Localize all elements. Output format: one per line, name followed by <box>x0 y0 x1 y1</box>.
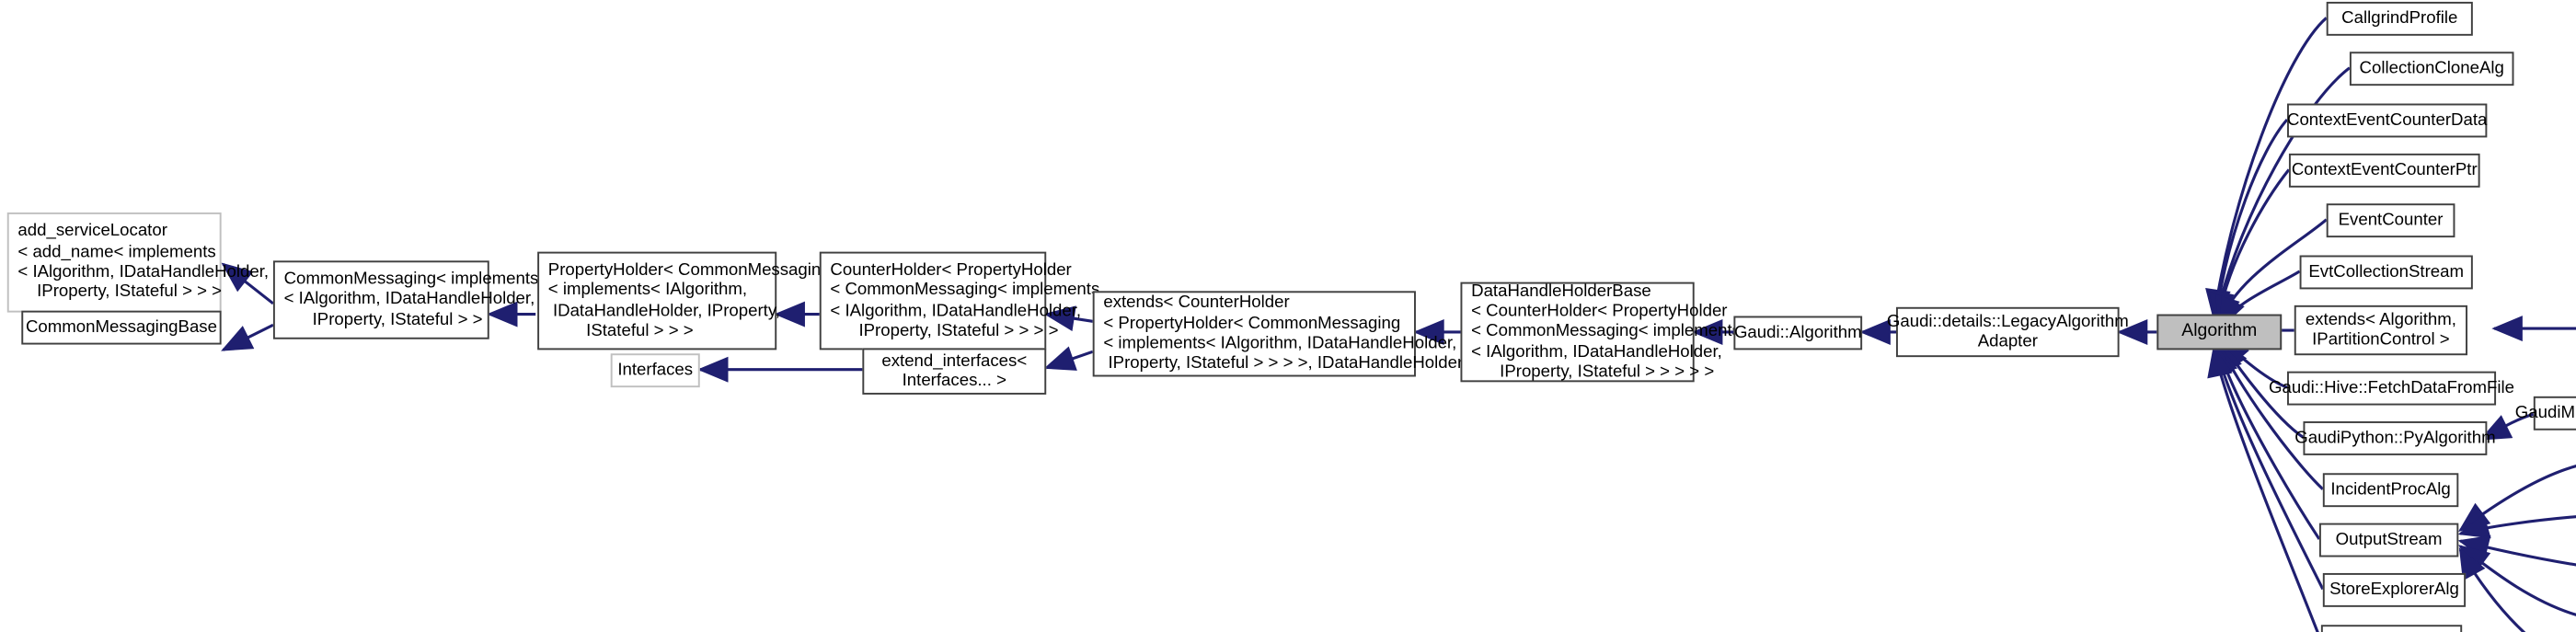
node-collect-histograms[interactable]: GaudiMP.GMPBase.CollectHistograms <box>2515 396 2576 431</box>
node-callgrind-profile[interactable]: CallgrindProfile <box>2326 1 2473 36</box>
node-extends-counter-holder[interactable]: extends< CounterHolder < PropertyHolder<… <box>1092 291 1478 377</box>
node-common-messaging[interactable]: CommonMessaging< implements < IAlgorithm… <box>272 260 538 339</box>
node-store-sniffer-alg[interactable]: StoreSnifferAlg <box>2320 625 2463 632</box>
node-incident-proc-alg[interactable]: IncidentProcAlg <box>2322 473 2459 508</box>
node-collection-clone-alg[interactable]: CollectionCloneAlg <box>2349 52 2514 86</box>
node-counter-holder[interactable]: CounterHolder< PropertyHolder < CommonMe… <box>819 251 1099 350</box>
node-label: CommonMessaging< implements < IAlgorithm… <box>283 270 539 330</box>
node-algorithm-current[interactable]: Algorithm <box>2156 314 2283 350</box>
node-event-counter[interactable]: EventCounter <box>2326 203 2455 238</box>
node-data-handle-holder-base[interactable]: DataHandleHolderBase < CounterHolder< Pr… <box>1460 282 1741 383</box>
node-label: ContextEventCounterData <box>2287 110 2488 131</box>
node-context-event-counter-ptr[interactable]: ContextEventCounterPtr <box>2288 153 2480 188</box>
node-label: add_serviceLocator < add_name< implement… <box>17 222 270 303</box>
node-label: ContextEventCounterPtr <box>2291 160 2478 180</box>
node-label: CommonMessagingBase <box>25 317 217 338</box>
node-context-event-counter-data[interactable]: ContextEventCounterData <box>2287 103 2488 138</box>
node-label: Gaudi::details::LegacyAlgorithm Adapter <box>1886 312 2129 352</box>
node-legacy-algorithm-adapter[interactable]: Gaudi::details::LegacyAlgorithm Adapter <box>1887 306 2129 358</box>
node-extend-interfaces[interactable]: extend_interfaces< Interfaces... > <box>862 348 1047 395</box>
node-label: GaudiPython::PyAlgorithm <box>2294 428 2496 448</box>
node-label: extends< Algorithm, IPartitionControl > <box>2305 310 2456 350</box>
node-label: OutputStream <box>2335 530 2443 550</box>
node-interfaces[interactable]: Interfaces <box>610 353 700 388</box>
node-add-service-locator[interactable]: add_serviceLocator < add_name< implement… <box>6 212 269 313</box>
node-gaudi-algorithm[interactable]: Gaudi::Algorithm <box>1733 316 1863 350</box>
node-label: Algorithm <box>2181 321 2258 341</box>
node-label: GaudiMP.GMPBase.CollectHistograms <box>2514 403 2576 423</box>
node-common-messaging-base[interactable]: CommonMessagingBase <box>21 310 222 345</box>
node-label: EvtCollectionStream <box>2308 261 2465 282</box>
node-store-explorer-alg[interactable]: StoreExplorerAlg <box>2322 572 2467 607</box>
node-fetch-data-from-file[interactable]: Gaudi::Hive::FetchDataFromFile <box>2269 371 2514 406</box>
node-label: Gaudi::Algorithm <box>1733 322 1862 343</box>
node-label: Gaudi::Hive::FetchDataFromFile <box>2269 378 2515 398</box>
node-extends-algorithm-partition-control[interactable]: extends< Algorithm, IPartitionControl > <box>2294 305 2468 356</box>
node-label: CounterHolder< PropertyHolder < CommonMe… <box>830 260 1100 341</box>
node-property-holder[interactable]: PropertyHolder< CommonMessaging < implem… <box>537 251 831 350</box>
node-label: PropertyHolder< CommonMessaging < implem… <box>547 260 831 341</box>
node-label: IncidentProcAlg <box>2330 479 2451 500</box>
node-label: extend_interfaces< Interfaces... > <box>881 350 1028 392</box>
node-py-algorithm[interactable]: GaudiPython::PyAlgorithm <box>2294 421 2496 455</box>
node-label: CallgrindProfile <box>2341 8 2458 29</box>
node-output-stream[interactable]: OutputStream <box>2318 523 2459 557</box>
node-label: StoreExplorerAlg <box>2329 580 2459 600</box>
node-label: EventCounter <box>2338 210 2444 231</box>
node-label: DataHandleHolderBase < CounterHolder< Pr… <box>1471 282 1741 383</box>
node-label: Interfaces <box>617 360 694 381</box>
node-evt-collection-stream[interactable]: EvtCollectionStream <box>2299 255 2473 290</box>
node-label: CollectionCloneAlg <box>2359 58 2504 79</box>
node-label: extends< CounterHolder < PropertyHolder<… <box>1103 293 1478 374</box>
